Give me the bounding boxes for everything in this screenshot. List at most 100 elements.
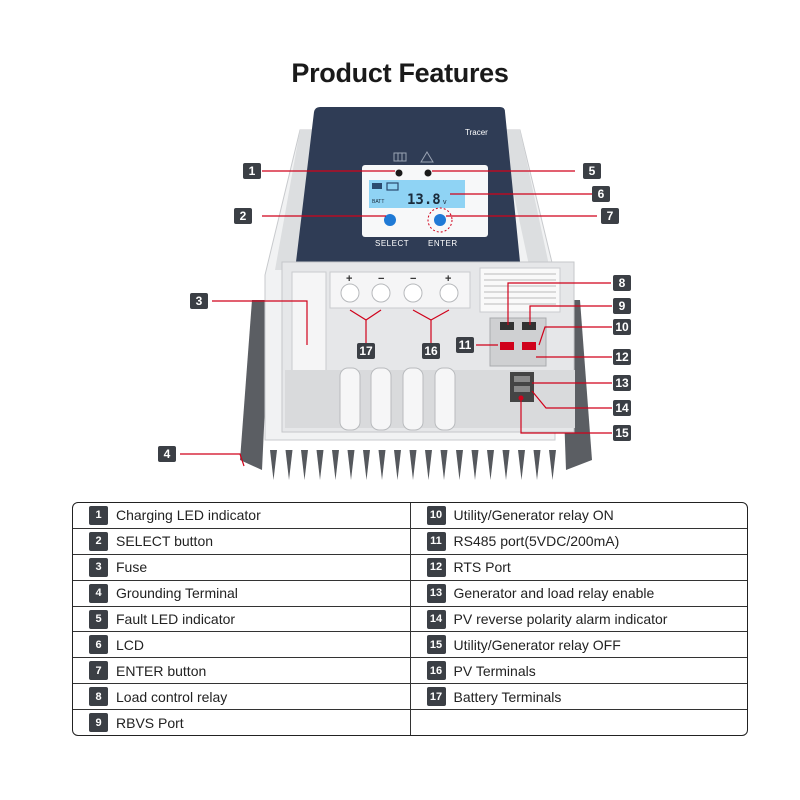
callout-5: 5 [583,163,601,179]
warning-icon [420,151,434,163]
load-control-relay[interactable] [500,322,514,330]
charging-led [395,169,403,177]
enter-label: ENTER [428,239,458,248]
legend-row: 6 LCD [73,632,410,659]
spec-label-lines [484,273,556,305]
pv-positive-terminal[interactable] [439,283,459,303]
callout-number: 2 [240,209,247,223]
legend-description: Utility/Generator relay OFF [453,636,621,653]
pv-reverse-polarity-led [518,395,524,401]
legend-number-badge: 10 [426,505,446,525]
legend-description: Fault LED indicator [116,611,236,627]
callout-number: 4 [164,447,171,461]
rts-port[interactable] [514,386,530,392]
relay-on-terminal[interactable] [522,342,536,350]
minus-icon: − [378,273,384,285]
legend-row: 10 Utility/Generator relay ON [410,503,747,529]
legend-number-badge: 5 [89,609,108,629]
callout-number: 14 [615,401,629,415]
legend-number-badge: 9 [89,713,108,733]
legend-row: 2 SELECT button [73,529,410,555]
select-button[interactable] [384,214,396,226]
callout-9: 9 [613,298,631,314]
leader-lines [180,170,612,467]
enter-button-highlight [427,207,453,233]
legend-row: 16 PV Terminals [410,658,747,685]
callout-6: 6 [592,186,610,202]
legend-description: Load control relay [116,688,228,705]
callout-number: 12 [615,350,629,364]
plus-icon: + [346,273,352,285]
battery-positive-terminal[interactable] [340,283,360,303]
callout-number: 13 [615,376,629,390]
legend-description: Charging LED indicator [116,507,261,524]
callout-number: 3 [196,294,203,308]
callout-number: 5 [589,164,596,178]
heatsink [258,450,558,480]
callout-14: 14 [613,400,631,416]
callout-number: 6 [598,187,605,201]
cable-slots [339,367,456,431]
callout-number: 15 [615,426,629,440]
legend-number-badge: 4 [89,583,108,603]
legend-number-badge: 2 [89,531,108,551]
legend-row: 5 Fault LED indicator [73,607,410,633]
legend-description: RTS Port [453,559,511,576]
legend-number-badge: 14 [426,609,446,629]
battery-negative-terminal[interactable] [371,283,391,303]
minus-icon: − [410,273,416,285]
legend-description: RBVS Port [116,714,184,731]
callout-8: 8 [613,275,631,291]
legend-description: SELECT button [116,533,214,550]
legend-number-badge: 6 [89,635,108,655]
legend-number-badge: 15 [426,635,446,655]
callout-number: 1 [249,164,256,178]
legend-number-badge: 8 [89,687,108,707]
callout-number: 10 [615,320,629,334]
legend-row [411,710,748,735]
relay-off-terminal[interactable] [500,342,514,350]
callout-10: 10 [613,319,631,335]
lcd-battery-label: BATT [372,199,384,205]
legend-description: Utility/Generator relay ON [453,507,614,524]
callout-13: 13 [613,375,631,391]
legend-description: LCD [116,636,145,653]
legend-description: Battery Terminals [453,688,562,705]
legend-description: Fuse [116,559,148,576]
solar-panel-icon [393,152,407,162]
callout-number: 7 [607,209,614,223]
lcd-voltage-readout: 13.8 [407,192,441,208]
callout-12: 12 [613,349,631,365]
select-label: SELECT [375,239,409,248]
callout-number: 11 [459,338,472,352]
lcd-unit: v [443,199,447,206]
callout-number: 9 [619,299,626,313]
callout-2: 2 [234,208,252,224]
legend-row: 9 RBVS Port [73,710,410,735]
fault-led [424,169,432,177]
page-title: Product Features [291,58,509,88]
legend-number-badge: 11 [426,531,446,551]
pv-negative-terminal[interactable] [403,283,423,303]
lcd-screen [369,180,465,208]
rbvs-port[interactable] [522,322,536,330]
callout-3: 3 [190,293,208,309]
relay-block [489,317,547,367]
legend-row: 8 Load control relay [73,684,410,711]
rs485-port[interactable] [514,376,530,382]
legend-description: PV Terminals [453,662,536,679]
legend-number-badge: 1 [89,505,108,525]
legend-number-badge: 16 [426,661,446,681]
spec-label-sticker [479,267,561,313]
enter-button[interactable] [434,214,446,226]
